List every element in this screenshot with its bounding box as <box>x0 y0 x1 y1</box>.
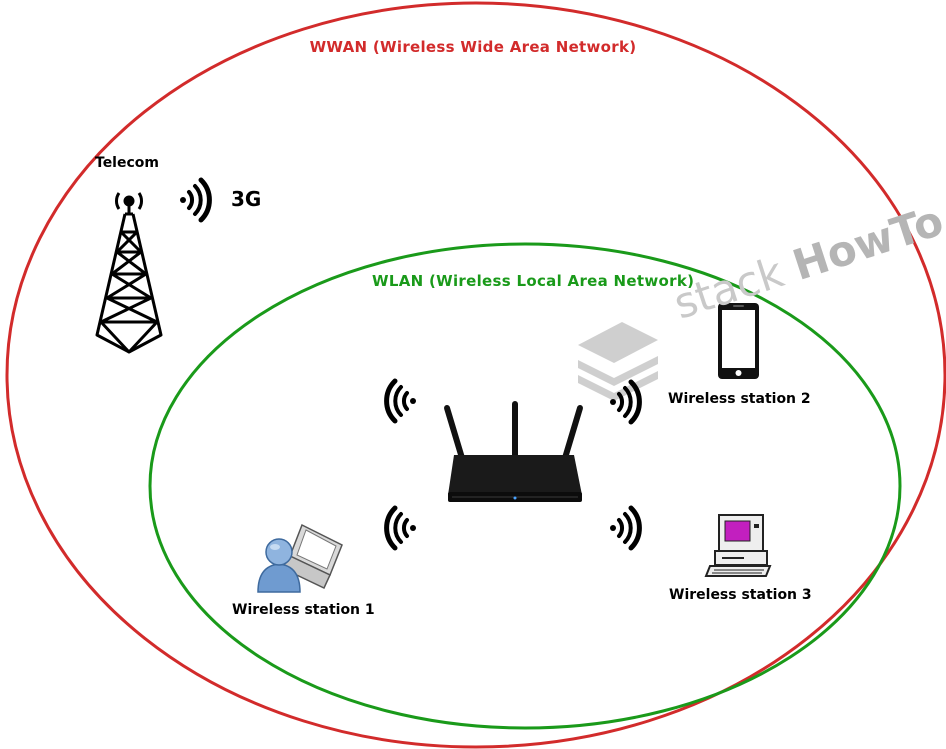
wireless-station-2-label: Wireless station 2 <box>668 391 811 407</box>
wlan-boundary <box>148 242 902 730</box>
wlan-title: WLAN (Wireless Local Area Network) <box>372 272 695 290</box>
signal-icon-router-lower-right <box>610 505 642 551</box>
wireless-station-1-label: Wireless station 1 <box>232 602 375 618</box>
smartphone-icon <box>718 303 759 379</box>
laptop-user-icon <box>257 523 343 593</box>
wwan-title: WWAN (Wireless Wide Area Network) <box>309 38 637 56</box>
signal-icon-3g <box>180 177 212 223</box>
desktop-computer-icon <box>704 514 772 577</box>
watermark-stack-icon <box>578 322 658 401</box>
cellular-3g-label: 3G <box>231 187 262 211</box>
signal-icon-router-upper-right <box>610 379 642 425</box>
wireless-station-3-label: Wireless station 3 <box>669 587 812 603</box>
cell-tower-icon <box>95 192 163 354</box>
telecom-label: Telecom <box>95 155 159 171</box>
signal-icon-router-lower-left <box>384 505 416 551</box>
wireless-router-icon <box>444 401 583 502</box>
signal-icon-router-upper-left <box>384 378 416 424</box>
wwan-boundary <box>5 1 946 749</box>
